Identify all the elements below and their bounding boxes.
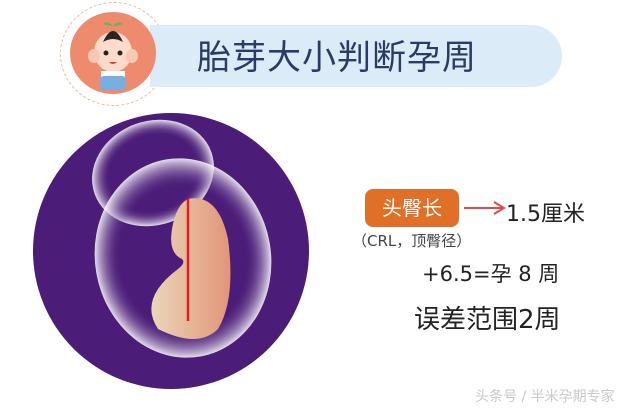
watermark: 头条号 / 半米孕期专家 [475,389,615,405]
error-range: 误差范围2周 [414,305,561,335]
embryo-in-gestational-sac [33,113,309,389]
baby-with-sprout-icon [70,12,156,94]
crown-rump-length-label: 头臀长 [365,189,459,227]
measurement-value: 1.5厘米 [506,202,585,227]
page-title: 胎芽大小判断孕周 [197,38,477,78]
crl-subtitle: （CRL，顶臀径） [352,232,472,250]
gestational-week-formula: +6.5=孕 8 周 [422,262,560,286]
title-banner [150,25,562,87]
right-arrow-icon [464,201,506,215]
